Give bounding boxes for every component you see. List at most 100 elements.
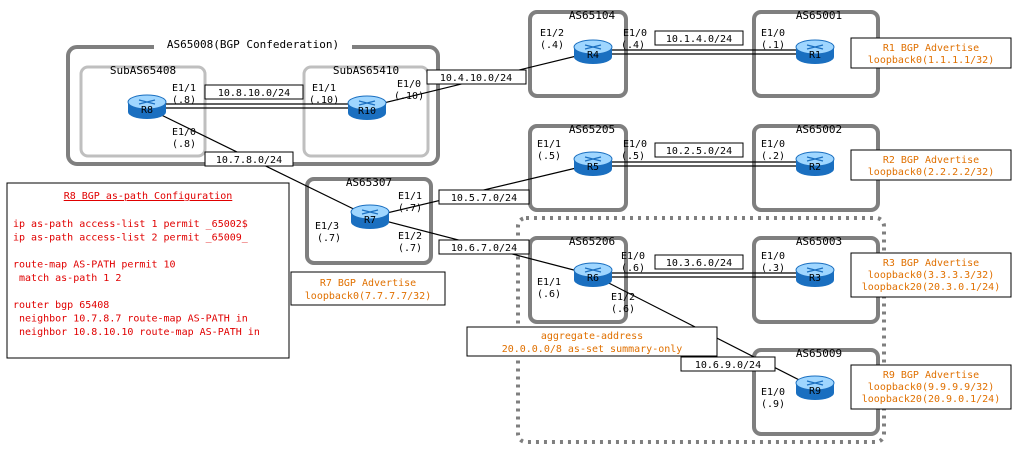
- router-label: R9: [809, 386, 821, 397]
- svg-text:10.7.8.0/24: 10.7.8.0/24: [216, 155, 282, 166]
- as65206-box: [528, 236, 628, 324]
- svg-text:E1/0: E1/0: [761, 251, 785, 262]
- router-label: R4: [587, 50, 599, 61]
- router-label: R5: [587, 162, 599, 173]
- svg-text:R7 BGP Advertise: R7 BGP Advertise: [320, 278, 416, 289]
- svg-text:(.3): (.3): [761, 263, 785, 274]
- svg-text:(.6): (.6): [621, 263, 645, 274]
- iface-r2-e10: E1/0(.2): [761, 139, 785, 162]
- svg-text:E1/0: E1/0: [761, 139, 785, 150]
- svg-text:E1/2: E1/2: [540, 28, 564, 39]
- router-r6: R6: [573, 262, 613, 287]
- aggregate-address-box: aggregate-address 20.0.0.0/8 as-set summ…: [466, 326, 718, 357]
- advertise-box-r1: R1 BGP Advertise loopback0(1.1.1.1/32): [850, 37, 1012, 69]
- svg-text:(.8): (.8): [172, 95, 196, 106]
- svg-text:loopback0(9.9.9.9/32): loopback0(9.9.9.9/32): [868, 382, 994, 393]
- advertise-box-r2: R2 BGP Advertise loopback0(2.2.2.2/32): [850, 149, 1012, 181]
- svg-text:10.6.9.0/24: 10.6.9.0/24: [695, 360, 761, 371]
- iface-r6-e10: E1/0(.6): [621, 251, 645, 274]
- subnet-10-5-7-0: 10.5.7.0/24: [438, 189, 530, 205]
- router-r7: R7: [350, 204, 390, 229]
- iface-r4-e12: E1/2(.4): [540, 28, 564, 51]
- iface-r7-e13: E1/3(.7): [315, 221, 341, 244]
- as65205-box: [528, 124, 628, 212]
- svg-text:(.2): (.2): [761, 151, 785, 162]
- svg-text:R1 BGP Advertise: R1 BGP Advertise: [883, 43, 979, 54]
- iface-r5-e11: E1/1(.5): [537, 139, 561, 162]
- svg-text:E1/2: E1/2: [398, 231, 422, 242]
- subnet-10-6-7-0: 10.6.7.0/24: [438, 239, 530, 255]
- svg-text:loopback20(20.9.0.1/24): loopback20(20.9.0.1/24): [862, 394, 1000, 405]
- config-line: router bgp 65408: [13, 300, 109, 311]
- router-r2: R2: [795, 151, 835, 176]
- config-line: match as-path 1 2: [13, 273, 121, 284]
- svg-text:(.10): (.10): [309, 95, 339, 106]
- svg-text:R2 BGP Advertise: R2 BGP Advertise: [883, 155, 979, 166]
- router-label: R7: [364, 215, 376, 226]
- svg-text:E1/1: E1/1: [172, 83, 196, 94]
- svg-text:E1/2: E1/2: [611, 292, 635, 303]
- config-line: neighbor 10.7.8.7 route-map AS-PATH in: [13, 314, 248, 325]
- svg-text:(.1): (.1): [761, 40, 785, 51]
- svg-text:R9 BGP Advertise: R9 BGP Advertise: [883, 370, 979, 381]
- subas-65410-box: [302, 65, 430, 158]
- iface-r10-e11: E1/1(.10): [309, 83, 339, 106]
- advertise-box-r9: R9 BGP Advertise loopback0(9.9.9.9/32) l…: [850, 364, 1012, 410]
- svg-text:(.5): (.5): [537, 151, 561, 162]
- svg-text:(.4): (.4): [621, 40, 645, 51]
- router-label: R6: [587, 273, 599, 284]
- config-line: route-map AS-PATH permit 10: [13, 260, 176, 271]
- iface-r4-e10: E1/0(.4): [621, 28, 647, 51]
- subnet-10-4-10-0: 10.4.10.0/24: [426, 69, 527, 85]
- as65307-box: [305, 177, 433, 265]
- subnet-10-6-9-0: 10.6.9.0/24: [680, 356, 776, 372]
- svg-text:(.5): (.5): [621, 151, 645, 162]
- config-title: R8 BGP as-path Configuration: [64, 191, 233, 202]
- as65003-label: AS65003: [796, 235, 842, 248]
- svg-text:(.7): (.7): [398, 203, 422, 214]
- svg-text:E1/0: E1/0: [761, 387, 785, 398]
- svg-text:aggregate-address: aggregate-address: [541, 331, 643, 342]
- svg-text:loopback0(7.7.7.7/32): loopback0(7.7.7.7/32): [305, 291, 431, 302]
- iface-r9-e10: E1/0(.9): [761, 387, 785, 410]
- svg-text:E1/0: E1/0: [623, 28, 647, 39]
- subas-65410-label: SubAS65410: [333, 64, 399, 77]
- subas-65408-box: [79, 65, 207, 158]
- router-label: R2: [809, 162, 821, 173]
- iface-r6-e12: E1/2(.6): [611, 292, 635, 315]
- svg-text:E1/0: E1/0: [761, 28, 785, 39]
- svg-text:E1/1: E1/1: [398, 191, 422, 202]
- svg-text:E1/0: E1/0: [623, 139, 647, 150]
- iface-r7-e11: E1/1(.7): [398, 191, 422, 214]
- router-r8: R8: [127, 94, 167, 119]
- svg-text:10.5.7.0/24: 10.5.7.0/24: [451, 193, 517, 204]
- as65104-label: AS65104: [569, 9, 616, 22]
- svg-text:(.9): (.9): [761, 399, 785, 410]
- subas-65408-label: SubAS65408: [110, 64, 176, 77]
- router-r1: R1: [795, 39, 835, 64]
- svg-text:E1/0: E1/0: [397, 79, 421, 90]
- svg-text:(.8): (.8): [172, 139, 196, 150]
- svg-text:(.4): (.4): [540, 40, 564, 51]
- router-label: R1: [809, 50, 821, 61]
- router-r4: R4: [573, 39, 613, 64]
- as65206-label: AS65206: [569, 235, 615, 248]
- svg-text:10.4.10.0/24: 10.4.10.0/24: [440, 73, 512, 84]
- iface-r1-e10: E1/0(.1): [761, 28, 785, 51]
- iface-r6-e11: E1/1(.6): [537, 277, 561, 300]
- svg-text:10.1.4.0/24: 10.1.4.0/24: [666, 34, 732, 45]
- svg-text:10.8.10.0/24: 10.8.10.0/24: [218, 88, 290, 99]
- confederation-title-text: AS65008(BGP Confederation): [167, 38, 339, 51]
- svg-text:10.3.6.0/24: 10.3.6.0/24: [666, 258, 732, 269]
- iface-r8-e11: E1/1(.8): [172, 83, 196, 106]
- iface-r8-e10: E1/0(.8): [172, 127, 196, 150]
- iface-r3-e10: E1/0(.3): [761, 251, 785, 274]
- advertise-box-r3: R3 BGP Advertise loopback0(3.3.3.3/32) l…: [850, 252, 1012, 298]
- svg-text:R3 BGP Advertise: R3 BGP Advertise: [883, 258, 979, 269]
- svg-text:(.7): (.7): [398, 243, 422, 254]
- iface-r7-e12: E1/2(.7): [398, 231, 422, 254]
- subnet-10-8-10-0: 10.8.10.0/24: [204, 84, 304, 100]
- as65009-label: AS65009: [796, 347, 842, 360]
